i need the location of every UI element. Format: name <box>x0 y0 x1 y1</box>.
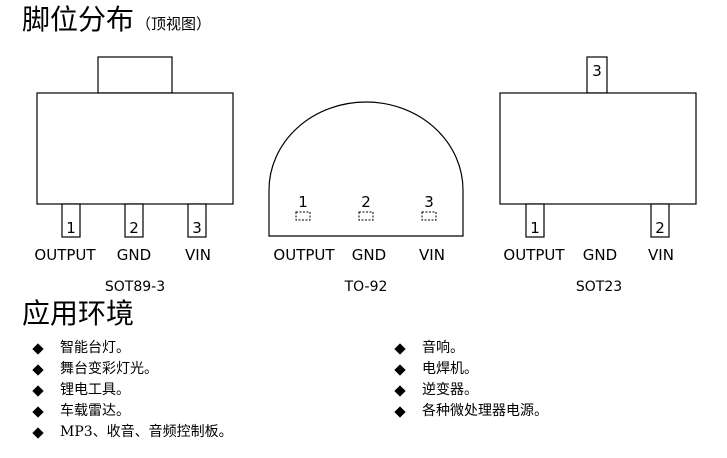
list-item-text: 电焊机。 <box>422 361 478 377</box>
to92-pin-2-label: GND <box>352 246 386 264</box>
to92-pin-2-number: 2 <box>361 193 371 211</box>
sot23-pin-2-number: 2 <box>655 219 665 237</box>
sot89-pin-3-number: 3 <box>192 219 202 237</box>
pinout-diagram: 1 2 3 OUTPUT GND VIN SOT89-3 1 2 3 OUTPU… <box>34 56 697 295</box>
list-item: 电焊机。 <box>392 359 548 380</box>
diamond-bullet-icon <box>32 342 44 355</box>
list-item: MP3、收音、音频控制板。 <box>30 422 233 443</box>
list-item: 锂电工具。 <box>30 380 233 401</box>
applications-heading: 应用环境 <box>22 297 135 330</box>
to92-pin-2-pad <box>358 211 374 221</box>
list-item-text: 音响。 <box>422 340 464 356</box>
pinout-subtitle: （顶视图） <box>136 15 212 33</box>
list-item: 舞台变彩灯光。 <box>30 359 233 380</box>
diamond-bullet-icon <box>32 405 44 418</box>
to92-pin-3-number: 3 <box>424 193 434 211</box>
sot89-pin-2-number: 2 <box>129 219 139 237</box>
package-to-92: 1 2 3 OUTPUT GND VIN TO-92 <box>268 101 464 295</box>
sot23-gnd-label: GND <box>583 246 617 264</box>
list-item-text: 各种微处理器电源。 <box>422 403 548 419</box>
sot89-tab <box>97 56 173 94</box>
list-item-text: 车载雷达。 <box>60 403 130 419</box>
diamond-bullet-icon <box>32 426 44 439</box>
diamond-bullet-icon <box>394 384 406 397</box>
to92-caption: TO-92 <box>344 279 388 295</box>
sot23-pin-1-number: 1 <box>530 219 540 237</box>
to92-body <box>268 101 464 237</box>
package-sot23: 3 1 2 OUTPUT GND VIN SOT23 <box>499 56 697 295</box>
sot89-caption: SOT89-3 <box>105 279 165 295</box>
sot89-pin-2 <box>124 203 144 238</box>
to92-pin-3-label: VIN <box>419 246 445 264</box>
to92-pin-1-pad <box>295 211 311 221</box>
pinout-title: 脚位分布 <box>22 3 135 36</box>
sot89-pin-1 <box>61 203 81 238</box>
sot89-pin-2-label: GND <box>117 246 151 264</box>
to92-pin-3-pad <box>421 211 437 221</box>
to92-pin-1-label: OUTPUT <box>273 246 335 264</box>
package-sot89-3: 1 2 3 OUTPUT GND VIN SOT89-3 <box>34 56 234 295</box>
diamond-bullet-icon <box>394 405 406 418</box>
pinout-heading: 脚位分布（顶视图） <box>22 3 211 41</box>
sot23-caption: SOT23 <box>576 279 622 295</box>
list-item: 车载雷达。 <box>30 401 233 422</box>
list-item: 智能台灯。 <box>30 338 233 359</box>
list-item-text: MP3、收音、音频控制板。 <box>60 424 233 440</box>
sot23-pin-2 <box>650 203 670 238</box>
sot89-pin-3-label: VIN <box>185 246 211 264</box>
list-item-text: 逆变器。 <box>422 382 478 398</box>
sot89-body <box>36 92 234 205</box>
list-item: 逆变器。 <box>392 380 548 401</box>
sot23-body <box>499 92 697 205</box>
sot23-pin-1 <box>525 203 545 238</box>
applications-list-right: 音响。 电焊机。 逆变器。 各种微处理器电源。 <box>392 338 548 422</box>
sot89-pin-1-number: 1 <box>66 219 76 237</box>
sot23-pin-1-label: OUTPUT <box>503 246 565 264</box>
list-item: 音响。 <box>392 338 548 359</box>
diamond-bullet-icon <box>394 363 406 376</box>
sot23-pin-3-number: 3 <box>592 62 602 80</box>
list-item-text: 锂电工具。 <box>60 382 130 398</box>
sot89-pin-1-label: OUTPUT <box>34 246 96 264</box>
list-item-text: 智能台灯。 <box>60 340 130 356</box>
sot89-pin-3 <box>187 203 207 238</box>
applications-list-left: 智能台灯。 舞台变彩灯光。 锂电工具。 车载雷达。 MP3、收音、音频控制板。 <box>30 338 233 443</box>
to92-pin-1-number: 1 <box>298 193 308 211</box>
list-item-text: 舞台变彩灯光。 <box>60 361 158 377</box>
diamond-bullet-icon <box>394 342 406 355</box>
diamond-bullet-icon <box>32 363 44 376</box>
sot23-pin-2-label: VIN <box>648 246 674 264</box>
list-item: 各种微处理器电源。 <box>392 401 548 422</box>
diamond-bullet-icon <box>32 384 44 397</box>
